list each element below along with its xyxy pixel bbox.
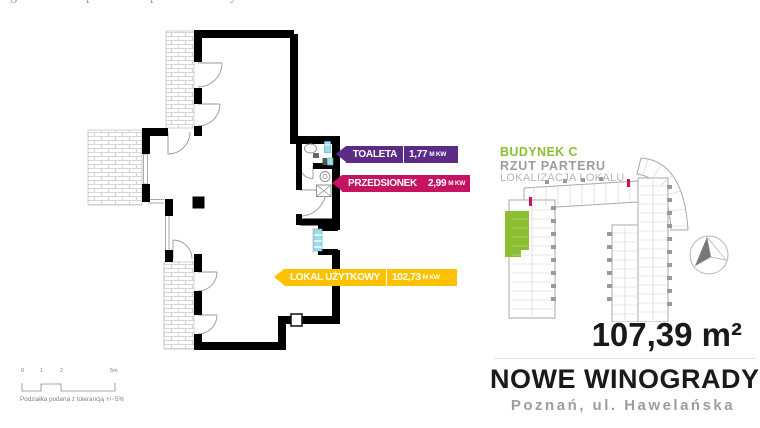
clipped-letter: g	[10, 0, 17, 5]
room-name: LOKAL UŻYTKOWY	[284, 269, 387, 286]
building-title: BUDYNEK C	[500, 145, 578, 159]
room-name: TOALETA	[346, 146, 403, 163]
brick-hatch-areas	[87, 30, 195, 350]
label-divider	[403, 148, 404, 161]
window-lines	[143, 153, 170, 250]
floor-subtitle: RZUT PARTERU	[500, 159, 606, 173]
floor-plan-drawing	[87, 30, 340, 350]
site-plan-minimap	[505, 157, 729, 322]
wall-box-fixture	[290, 313, 303, 327]
arrow-left-icon	[336, 146, 346, 162]
arrow-left-icon	[332, 175, 342, 191]
scale-tick: 1	[40, 368, 44, 374]
label-divider	[386, 271, 387, 284]
divider-line	[494, 358, 756, 359]
highlighted-unit	[505, 211, 529, 257]
walls	[142, 30, 340, 350]
clipped-letter: y	[230, 0, 237, 5]
entrance-marks	[529, 179, 630, 206]
compass-icon	[689, 235, 729, 275]
clipped-letter: p	[150, 0, 157, 5]
scale-tick: 0	[21, 368, 25, 374]
scale-caption: Podziałka podana z tolerancją +/- 5%	[20, 396, 125, 403]
facade-window	[312, 228, 323, 253]
balcony-marks	[545, 177, 672, 306]
clipped-letter: p	[86, 0, 93, 5]
toilet-fixtures	[304, 141, 334, 197]
room-name: PRZEDSIONEK	[342, 175, 423, 192]
room-division-lines	[512, 159, 688, 320]
top-clipped-text: g p p y	[0, 0, 300, 7]
area-value: 107,39 m²	[591, 316, 742, 353]
project-address: Poznań, ul. Hawelańska	[510, 397, 736, 414]
scale-bar-line	[21, 383, 116, 392]
location-subtitle: LOKALIZACJA LOKALU	[500, 172, 625, 184]
scale-tick: 2	[60, 368, 64, 374]
scale-tick: 5m	[110, 368, 118, 374]
arrow-left-icon	[274, 269, 284, 285]
scale-bar: 0 1 2 5m Podziałka podana z tolerancją +…	[18, 366, 138, 408]
project-name: NOWE WINOGRADY	[490, 364, 760, 394]
